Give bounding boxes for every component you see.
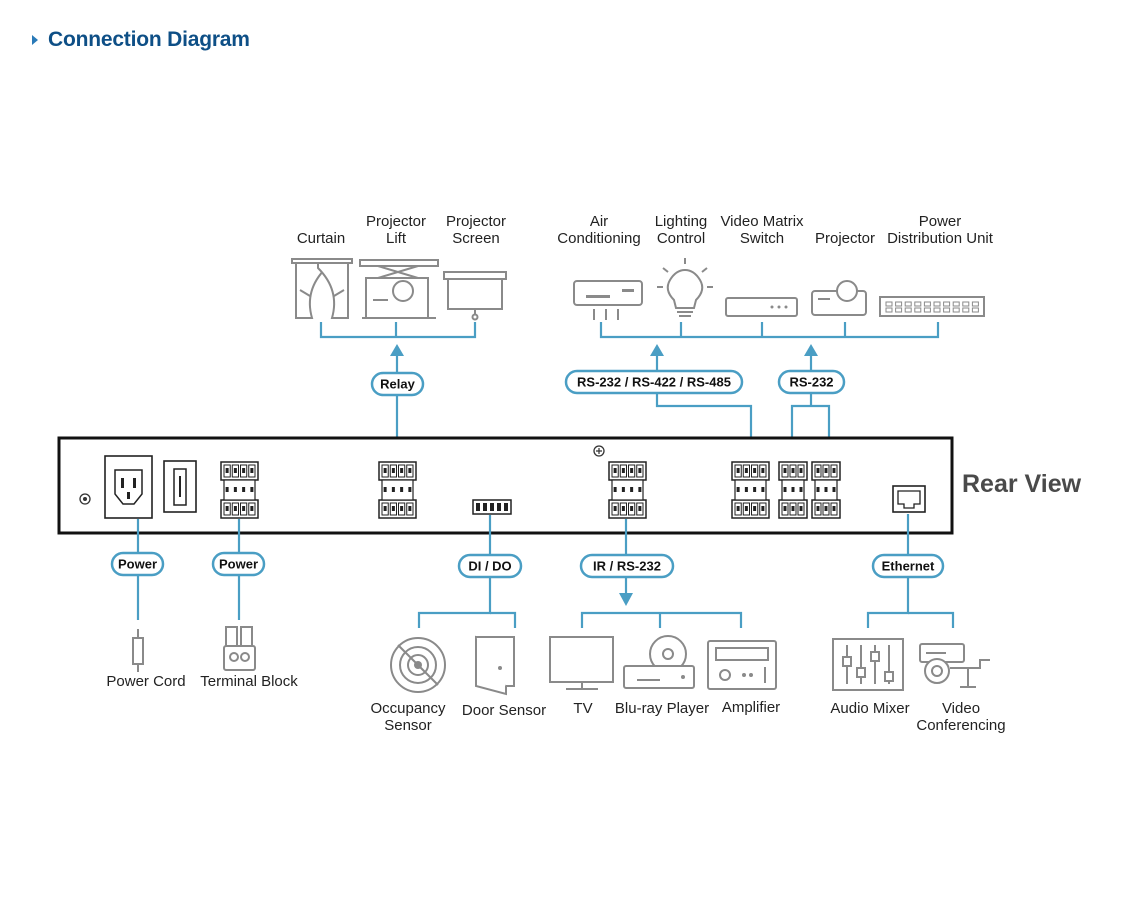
power-inlet-icon: [104, 455, 153, 519]
power-terminal-connector[interactable]: [220, 461, 259, 519]
bluray-player-icon: [623, 635, 695, 689]
air-conditioner-icon: [573, 280, 643, 320]
svg-text:DI / DO: DI / DO: [468, 559, 511, 574]
occupancy-sensor-icon: [390, 637, 446, 693]
svg-text:Ethernet: Ethernet: [882, 559, 935, 574]
video-conferencing-icon: [919, 643, 990, 688]
dido-terminal-connector[interactable]: [472, 499, 512, 515]
light-bulb-icon: [657, 258, 713, 317]
relay-terminal-connector[interactable]: [378, 461, 417, 519]
pill-rs232: RS-232: [777, 369, 846, 395]
svg-text:RS-232: RS-232: [789, 375, 833, 390]
rear-panel: [57, 436, 954, 535]
rear-view-label: Rear View: [962, 470, 1082, 498]
audio-mixer-icon: [832, 638, 904, 691]
pill-relay: Relay: [370, 371, 425, 397]
svg-text:Power: Power: [118, 557, 157, 572]
label-audio-mixer: Audio Mixer: [830, 700, 909, 717]
label-amplifier: Amplifier: [722, 699, 780, 716]
projector-icon: [811, 280, 867, 316]
amplifier-icon: [707, 640, 777, 690]
pdu-icon: [879, 296, 985, 317]
video-matrix-icon: [725, 297, 798, 317]
power-cord-icon: [132, 629, 144, 672]
ground-screw-icon: [79, 493, 91, 505]
svg-text:Relay: Relay: [380, 377, 415, 392]
section-header: Connection Diagram: [32, 28, 250, 52]
label-door-sensor: Door Sensor: [462, 702, 546, 719]
power-switch[interactable]: [163, 460, 197, 513]
pill-power-cord: Power: [110, 551, 165, 577]
pill-power-terminal: Power: [211, 551, 266, 577]
label-terminal-block: Terminal Block: [200, 673, 298, 690]
rs232-terminal-connector-a[interactable]: [778, 461, 808, 519]
projector-screen-icon: [443, 271, 507, 321]
pill-ir-rs232: IR / RS-232: [579, 553, 675, 579]
projector-lift-icon: [359, 259, 439, 319]
rs232-terminal-connector-b[interactable]: [811, 461, 841, 519]
rs485-terminal-connector[interactable]: [731, 461, 770, 519]
svg-text:RS-232 / RS-422 / RS-485: RS-232 / RS-422 / RS-485: [577, 375, 731, 390]
label-projector: Projector: [815, 230, 875, 247]
label-bluray: Blu-ray Player: [615, 700, 709, 717]
pill-ethernet: Ethernet: [871, 553, 945, 579]
label-power-cord: Power Cord: [106, 673, 185, 690]
ir-rs232-terminal-connector[interactable]: [608, 461, 647, 519]
label-curtain: Curtain: [297, 230, 345, 247]
tv-icon: [549, 636, 614, 690]
serial-wiring: [599, 322, 940, 458]
ground-screw-icon: [593, 445, 605, 457]
svg-text:Power: Power: [219, 557, 258, 572]
page-title: Connection Diagram: [48, 28, 250, 51]
pill-rs-multi: RS-232 / RS-422 / RS-485: [564, 369, 744, 395]
door-sensor-icon: [475, 635, 515, 696]
ethernet-port[interactable]: [892, 485, 926, 513]
caret-right-icon: [32, 35, 38, 45]
label-tv: TV: [573, 700, 592, 717]
pill-dido: DI / DO: [457, 553, 523, 579]
curtain-icon: [291, 258, 353, 319]
terminal-block-icon: [223, 626, 256, 671]
svg-text:IR / RS-232: IR / RS-232: [593, 559, 661, 574]
